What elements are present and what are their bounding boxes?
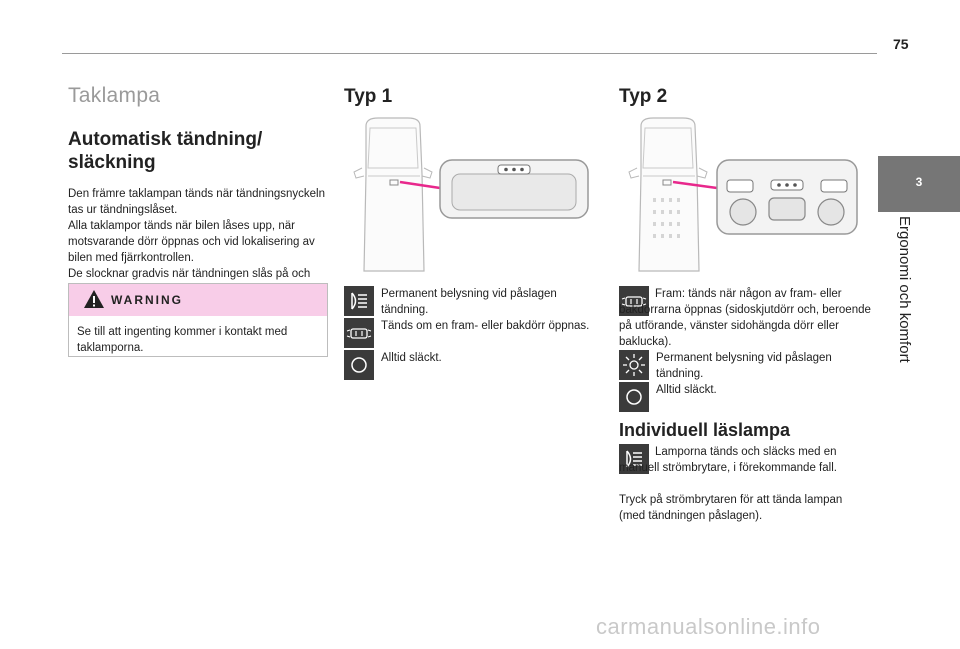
door-light-icon bbox=[346, 328, 372, 339]
column-intro: Taklampa Automatisk tändning/ släckning … bbox=[68, 84, 328, 298]
typ1-icon-interior-light bbox=[344, 286, 374, 316]
sun-icon bbox=[623, 354, 645, 376]
intro-text: Den främre taklampan tänds när tändnings… bbox=[68, 186, 328, 298]
typ2-desc-3: Alltid släckt. bbox=[656, 384, 717, 396]
typ2-illustration bbox=[628, 117, 858, 272]
chapter-label: Ergonomi och komfort bbox=[896, 216, 923, 386]
typ1-desc-3: Alltid släckt. bbox=[381, 352, 442, 364]
interior-light-icon bbox=[626, 450, 642, 468]
page-number: 75 bbox=[893, 36, 909, 52]
typ1-desc-1: Permanent belysning vid påslagen tändnin… bbox=[381, 288, 557, 316]
chapter-tab[interactable]: 3 bbox=[878, 156, 960, 212]
typ2-icon-door-light bbox=[619, 286, 649, 316]
chapter-label-text: Ergonomi och komfort bbox=[896, 216, 913, 363]
reading-lamp-icon bbox=[619, 444, 649, 474]
paragraph: Den främre taklampan tänds när tändnings… bbox=[68, 188, 325, 216]
typ1-illustration bbox=[353, 117, 589, 272]
warning-header: WARNING bbox=[69, 284, 327, 316]
typ2-desc-1: Fram: tänds när någon av fram- eller bak… bbox=[619, 288, 871, 348]
warning-icon bbox=[84, 290, 104, 308]
top-rule bbox=[62, 53, 877, 54]
interior-light-icon bbox=[351, 292, 367, 310]
door-light-icon bbox=[621, 296, 647, 307]
chapter-number: 3 bbox=[915, 175, 923, 189]
reading-lamp-text-1: Lamporna tänds och släcks med en manuell… bbox=[619, 446, 837, 474]
typ2-icon-sun bbox=[619, 350, 649, 380]
warning-title: WARNING bbox=[111, 293, 183, 307]
paragraph: Alla taklampor tänds när bilen låses upp… bbox=[68, 220, 315, 264]
section-title: Taklampa bbox=[68, 84, 161, 107]
off-circle-icon bbox=[626, 389, 642, 405]
typ2-desc-2: Permanent belysning vid påslagen tändnin… bbox=[656, 352, 832, 380]
typ1-icon-door-light bbox=[344, 318, 374, 348]
warning-box: WARNING Se till att ingenting kommer i k… bbox=[68, 283, 328, 357]
heading-automatic: Automatisk tändning/ släckning bbox=[68, 129, 263, 173]
reading-lamp-text-2: Tryck på strömbrytaren för att tända lam… bbox=[619, 494, 843, 522]
typ2-heading: Typ 2 bbox=[619, 86, 668, 107]
typ2-icon-off bbox=[619, 382, 649, 412]
typ1-heading: Typ 1 bbox=[344, 86, 393, 107]
typ1-desc-2: Tänds om en fram- eller bakdörr öppnas. bbox=[381, 320, 590, 332]
reading-lamp-heading: Individuell läslampa bbox=[619, 420, 791, 440]
warning-text: Se till att ingenting kommer i kontakt m… bbox=[77, 326, 288, 354]
watermark: carmanualsonline.info bbox=[596, 614, 821, 639]
typ1-icon-off bbox=[344, 350, 374, 380]
off-circle-icon bbox=[351, 357, 367, 373]
